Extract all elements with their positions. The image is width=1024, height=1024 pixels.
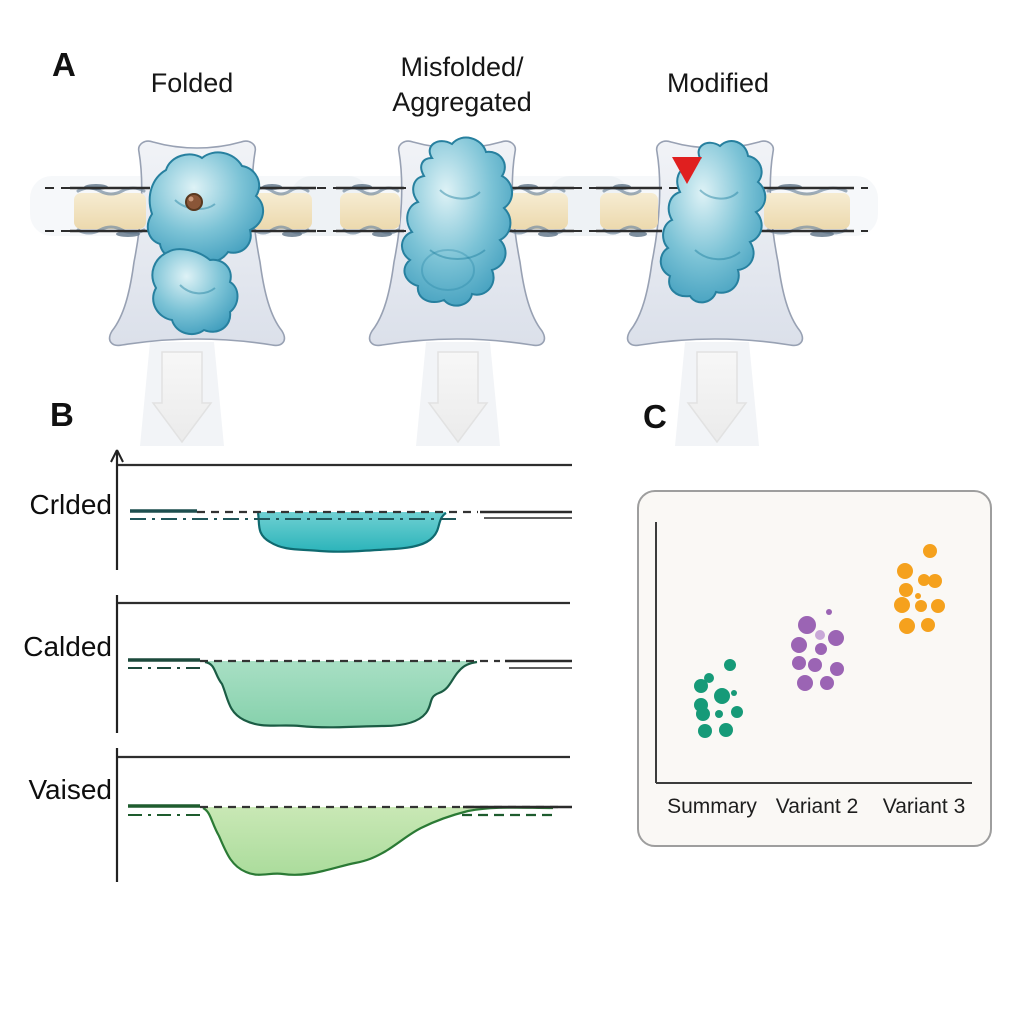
scatter-dot-variant-2: [815, 630, 825, 640]
blockade-outline: [256, 512, 447, 553]
scatter-dot-variant-3: [894, 597, 910, 613]
scatter-dot-variant-2: [828, 630, 844, 646]
column-title-modified: Modified: [666, 68, 770, 98]
scatter-dot-summary: [704, 673, 714, 683]
membrane-patch: [506, 193, 568, 229]
trace-2: [115, 595, 572, 733]
scatter-dot-variant-3: [921, 618, 935, 632]
x-tick-label-summary: Summary: [667, 795, 757, 818]
panel-c-label: C: [643, 398, 668, 435]
scatter-dot-summary: [694, 679, 708, 693]
scatter-dot-variant-3: [928, 574, 942, 588]
flow-arrows: [151, 351, 748, 444]
x-tick-label-variant3: Variant 3: [882, 795, 966, 818]
panel-a-label: A: [52, 46, 77, 83]
scatter-dot-summary: [719, 723, 733, 737]
panel-b-traces: [110, 449, 572, 882]
membrane-patch: [250, 193, 312, 229]
scatter-plot: [655, 522, 972, 784]
scatter-dots: [694, 544, 945, 738]
scatter-dot-variant-2: [792, 656, 806, 670]
flow-arrow-icon: [151, 351, 213, 444]
scatter-dot-variant-2: [820, 676, 834, 690]
scatter-dot-variant-2: [830, 662, 844, 676]
trace-1: [110, 449, 572, 570]
scatter-dot-summary: [715, 710, 723, 718]
scatter-dot-variant-3: [899, 618, 915, 634]
membrane-patch: [74, 193, 146, 229]
scatter-dot-variant-2: [797, 675, 813, 691]
blockade-area: [203, 807, 553, 875]
panel-c-scatter-box: Summary Variant 2 Variant 3: [637, 490, 992, 847]
scatter-dot-variant-3: [931, 599, 945, 613]
scatter-dot-summary: [698, 724, 712, 738]
scatter-dot-variant-2: [791, 637, 807, 653]
scatter-dot-variant-2: [808, 658, 822, 672]
scatter-dot-variant-3: [897, 563, 913, 579]
membrane-patch: [764, 193, 850, 229]
x-tick-label-variant2: Variant 2: [775, 795, 859, 818]
scatter-dot-variant-3: [923, 544, 937, 558]
panel-a-schematic: [30, 136, 878, 446]
blockade-outline: [202, 806, 554, 876]
trace-2-label: Calded: [23, 631, 112, 662]
trace-3: [115, 748, 572, 882]
scatter-dot-variant-2: [826, 609, 832, 615]
ligand-dot: [185, 193, 203, 211]
column-title-folded: Folded: [150, 68, 234, 98]
membrane-patch: [600, 193, 658, 229]
flow-arrow-icon: [686, 351, 748, 444]
scatter-dot-summary: [724, 659, 736, 671]
flow-arrow-icon: [427, 351, 489, 444]
scatter-dot-variant-2: [815, 643, 827, 655]
blockade-outline: [204, 660, 478, 729]
scatter-dot-variant-3: [899, 583, 913, 597]
protein-misfolded: [401, 136, 513, 307]
trace-3-label: Vaised: [28, 774, 112, 805]
scatter-dot-variant-3: [915, 593, 921, 599]
scatter-dot-summary: [696, 707, 710, 721]
protein-folded: [146, 151, 265, 336]
scatter-dot-variant-2: [798, 616, 816, 634]
membrane-patch: [340, 193, 400, 229]
scatter-dot-variant-3: [918, 574, 930, 586]
trace-1-axis-arrow-icon: [110, 449, 124, 463]
scatter-dot-summary: [731, 690, 737, 696]
blockade-area: [205, 661, 477, 728]
red-marker-icon: [672, 157, 702, 184]
scatter-dot-summary: [714, 688, 730, 704]
scatter-dot-variant-3: [915, 600, 927, 612]
scatter-dot-summary: [731, 706, 743, 718]
trace-1-label: Crlded: [29, 489, 112, 520]
panel-b-label: B: [50, 396, 75, 433]
column-title-misfolded: Misfolded/ Aggregated: [392, 52, 532, 117]
blockade-area: [258, 512, 446, 552]
